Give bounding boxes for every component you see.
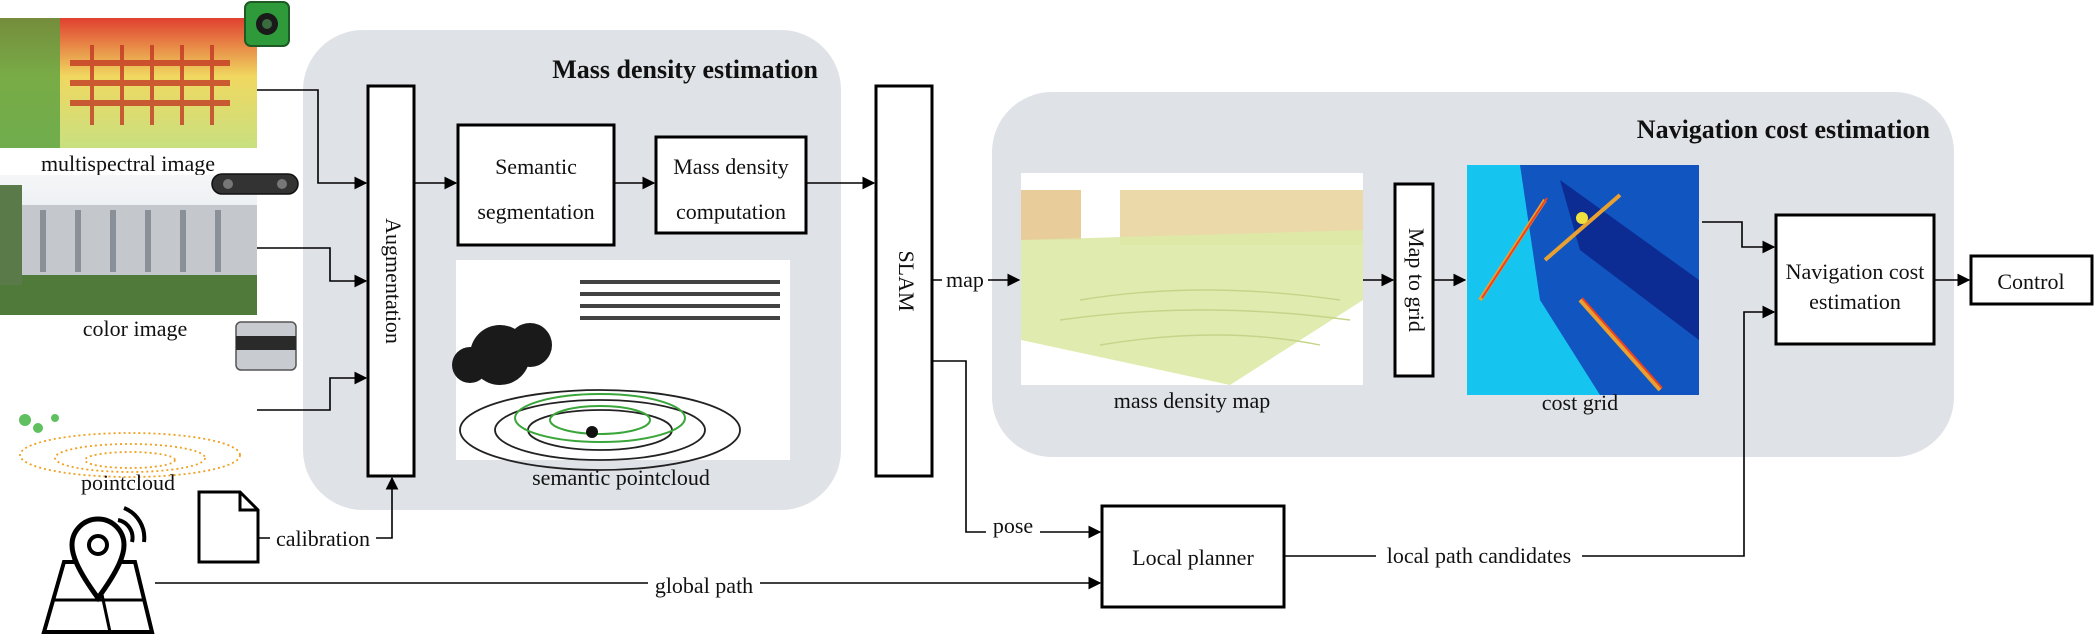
pointcloud-image xyxy=(0,346,257,478)
augmentation-box xyxy=(366,84,416,478)
pointcloud-caption: pointcloud xyxy=(81,470,175,495)
slam-box xyxy=(874,84,934,478)
map-location-icon xyxy=(41,506,155,634)
cost-grid-caption: cost grid xyxy=(1542,390,1618,415)
navigation-cost-estimation-box xyxy=(1774,213,1936,346)
mass-density-map-image xyxy=(1021,173,1363,385)
slam-label: SLAM xyxy=(894,250,919,311)
mass-density-computation-label-line2: computation xyxy=(676,199,786,224)
lidar-sensor-icon xyxy=(235,321,297,371)
control-box xyxy=(1969,254,2094,306)
edge-label-pose: pose xyxy=(993,513,1033,538)
navigation-cost-estimation-label-line1: Navigation cost xyxy=(1786,259,1925,284)
mass-density-computation-label-line1: Mass density xyxy=(673,154,789,179)
edge-label-calibration: calibration xyxy=(276,526,370,551)
map-to-grid-label: Map to grid xyxy=(1404,228,1429,332)
stereo-camera-icon xyxy=(211,173,299,195)
color-image-caption: color image xyxy=(83,316,187,341)
edge-label-map: map xyxy=(946,267,984,292)
navigation-cost-group-title: Navigation cost estimation xyxy=(1637,115,1931,144)
edge-label-local-path-candidates: local path candidates xyxy=(1387,543,1571,568)
mass-density-group-title: Mass density estimation xyxy=(552,55,818,84)
semantic-pointcloud-image xyxy=(452,260,790,471)
mass-density-map-caption: mass density map xyxy=(1114,388,1270,413)
multispectral-camera-icon xyxy=(244,1,290,47)
control-label: Control xyxy=(1997,269,2064,294)
edge-labels: calibration map pose global path local p… xyxy=(270,267,1582,598)
navigation-cost-estimation-label-line2: estimation xyxy=(1809,289,1901,314)
semantic-pointcloud-caption: semantic pointcloud xyxy=(532,465,710,490)
color-image xyxy=(0,175,257,315)
map-to-grid-box xyxy=(1393,182,1435,378)
semantic-segmentation-label-line2: segmentation xyxy=(477,199,594,224)
local-planner-box xyxy=(1100,504,1286,609)
edge-label-global-path: global path xyxy=(655,573,753,598)
local-planner-label: Local planner xyxy=(1132,545,1254,570)
semantic-segmentation-label-line1: Semantic xyxy=(495,154,577,179)
multispectral-image-caption: multispectral image xyxy=(41,151,215,176)
document-icon xyxy=(197,490,260,564)
cost-grid-image xyxy=(1467,165,1699,395)
mass-density-computation-box xyxy=(654,135,808,235)
augmentation-label: Augmentation xyxy=(381,218,406,344)
semantic-segmentation-box xyxy=(456,123,616,247)
multispectral-image xyxy=(0,18,257,148)
